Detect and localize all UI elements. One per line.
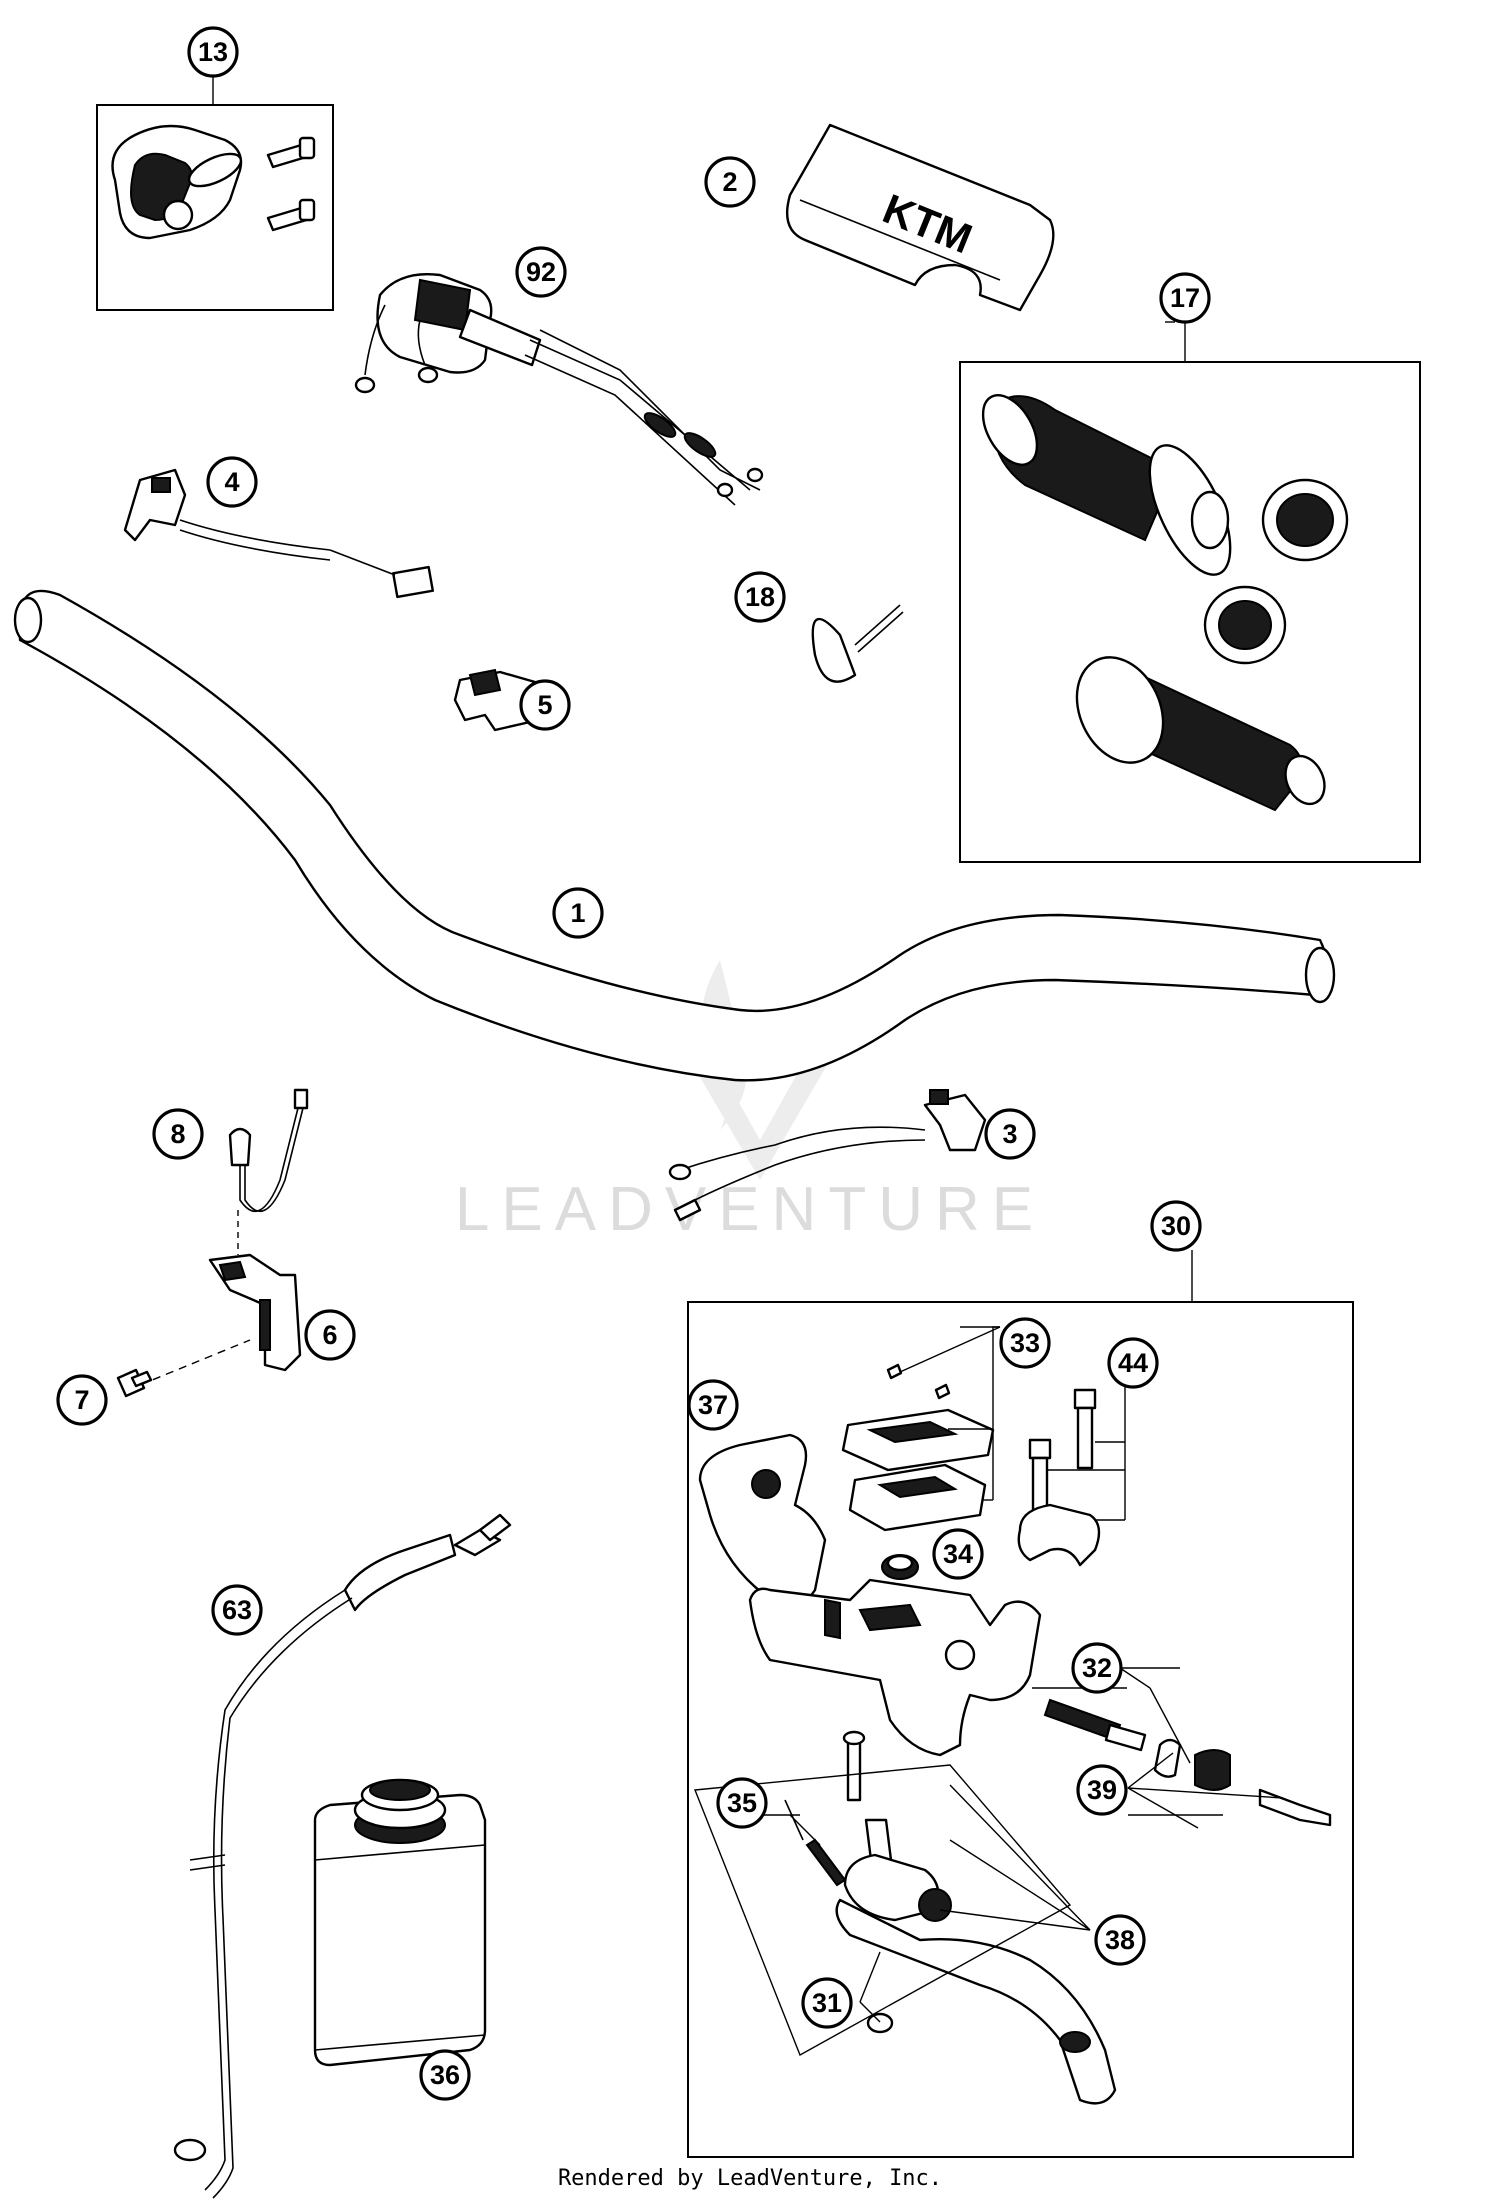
svg-text:18: 18: [745, 582, 775, 612]
group-box-17: [959, 361, 1421, 863]
group-box-13: [96, 104, 334, 311]
callouts: 13 2 92 17 4 18 5 1 8 3 6 7 30 33 44 37 …: [56, 26, 1211, 2101]
part-13-clamp: [111, 124, 316, 240]
svg-text:13: 13: [198, 37, 228, 67]
svg-text:34: 34: [943, 1539, 973, 1569]
part-33-cover-screws: [841, 1363, 995, 1532]
callout-92: 92: [515, 246, 567, 298]
callout-39: 39: [1076, 1764, 1128, 1816]
svg-text:8: 8: [170, 1119, 185, 1149]
svg-text:63: 63: [222, 1595, 252, 1625]
part-37-lever-cover: [698, 1433, 827, 1608]
callout-1: 1: [552, 887, 604, 939]
callout-44: 44: [1107, 1337, 1159, 1389]
callout-13: 13: [187, 26, 239, 78]
callout-31: 31: [801, 1977, 853, 2029]
svg-text:1: 1: [570, 898, 585, 928]
callout-33: 33: [999, 1317, 1051, 1369]
callout-63: 63: [211, 1584, 263, 1636]
callout-5: 5: [519, 679, 571, 731]
callout-35: 35: [716, 1777, 768, 1829]
callout-30: 30: [1150, 1200, 1202, 1252]
part-5-clamp: [453, 668, 537, 732]
svg-text:33: 33: [1010, 1328, 1040, 1358]
svg-text:3: 3: [1002, 1119, 1017, 1149]
svg-text:6: 6: [322, 1320, 337, 1350]
part-31-brake-lever: [835, 1898, 1117, 2105]
callout-34: 34: [932, 1528, 984, 1580]
svg-text:17: 17: [1170, 283, 1200, 313]
watermark-brand: LEADVENTURE: [455, 1175, 1045, 1244]
svg-text:92: 92: [526, 257, 556, 287]
svg-text:39: 39: [1087, 1775, 1117, 1805]
svg-text:37: 37: [698, 1390, 728, 1420]
part-63-sensor-cable: [173, 1513, 512, 2199]
svg-text:44: 44: [1118, 1348, 1148, 1378]
callout-7: 7: [56, 1374, 108, 1426]
svg-text:36: 36: [430, 2060, 460, 2090]
callout-4: 4: [206, 456, 258, 508]
svg-text:32: 32: [1082, 1653, 1112, 1683]
part-38-lever-pivot: [843, 1853, 952, 1922]
callout-8: 8: [152, 1108, 204, 1160]
callout-38: 38: [1094, 1914, 1146, 1966]
footer-credit: Rendered by LeadVenture, Inc.: [558, 2166, 942, 2191]
part-39-adjuster: [1153, 1738, 1332, 1827]
svg-text:38: 38: [1105, 1925, 1135, 1955]
leader-lines: [212, 75, 1284, 2056]
callout-2: 2: [704, 156, 756, 208]
svg-text:31: 31: [812, 1988, 842, 2018]
part-18-cable-tie: [811, 604, 904, 683]
part-7-screw: [116, 1339, 251, 1398]
part-6-bracket: [208, 1210, 302, 1372]
svg-text:35: 35: [727, 1788, 757, 1818]
part-17-grips: [981, 394, 1349, 812]
watermark: LEADVENTURE: [455, 960, 1045, 1244]
callout-17: 17: [1159, 272, 1211, 324]
svg-text:4: 4: [224, 467, 239, 497]
part-44-clamp-bolts: [1017, 1388, 1101, 1567]
svg-text:30: 30: [1161, 1211, 1191, 1241]
callout-3: 3: [984, 1108, 1036, 1160]
callout-6: 6: [304, 1309, 356, 1361]
part-92-throttle-assembly: [354, 273, 764, 506]
callout-32: 32: [1071, 1642, 1123, 1694]
part-30-master-cylinder: [748, 1578, 1042, 1757]
part-1-handlebar: [13, 589, 1336, 1082]
callout-37: 37: [687, 1379, 739, 1431]
part-32-piston: [1043, 1698, 1147, 1752]
svg-text:7: 7: [74, 1385, 89, 1415]
part-34-diaphragm: [881, 1554, 919, 1580]
part-3-switch: [668, 1089, 987, 1222]
part-4-switch: [123, 468, 435, 599]
part-8-sensor: [228, 1088, 309, 1212]
callout-36: 36: [419, 2049, 471, 2101]
part-2-bar-pad: KTM: [785, 123, 1055, 312]
svg-text:5: 5: [537, 690, 552, 720]
svg-text:2: 2: [722, 167, 737, 197]
group-box-30: [687, 1301, 1354, 2158]
callout-18: 18: [734, 571, 786, 623]
part-35-spring-pin: [784, 1730, 893, 1887]
part-36-fluid-bottle: [313, 1778, 487, 2067]
